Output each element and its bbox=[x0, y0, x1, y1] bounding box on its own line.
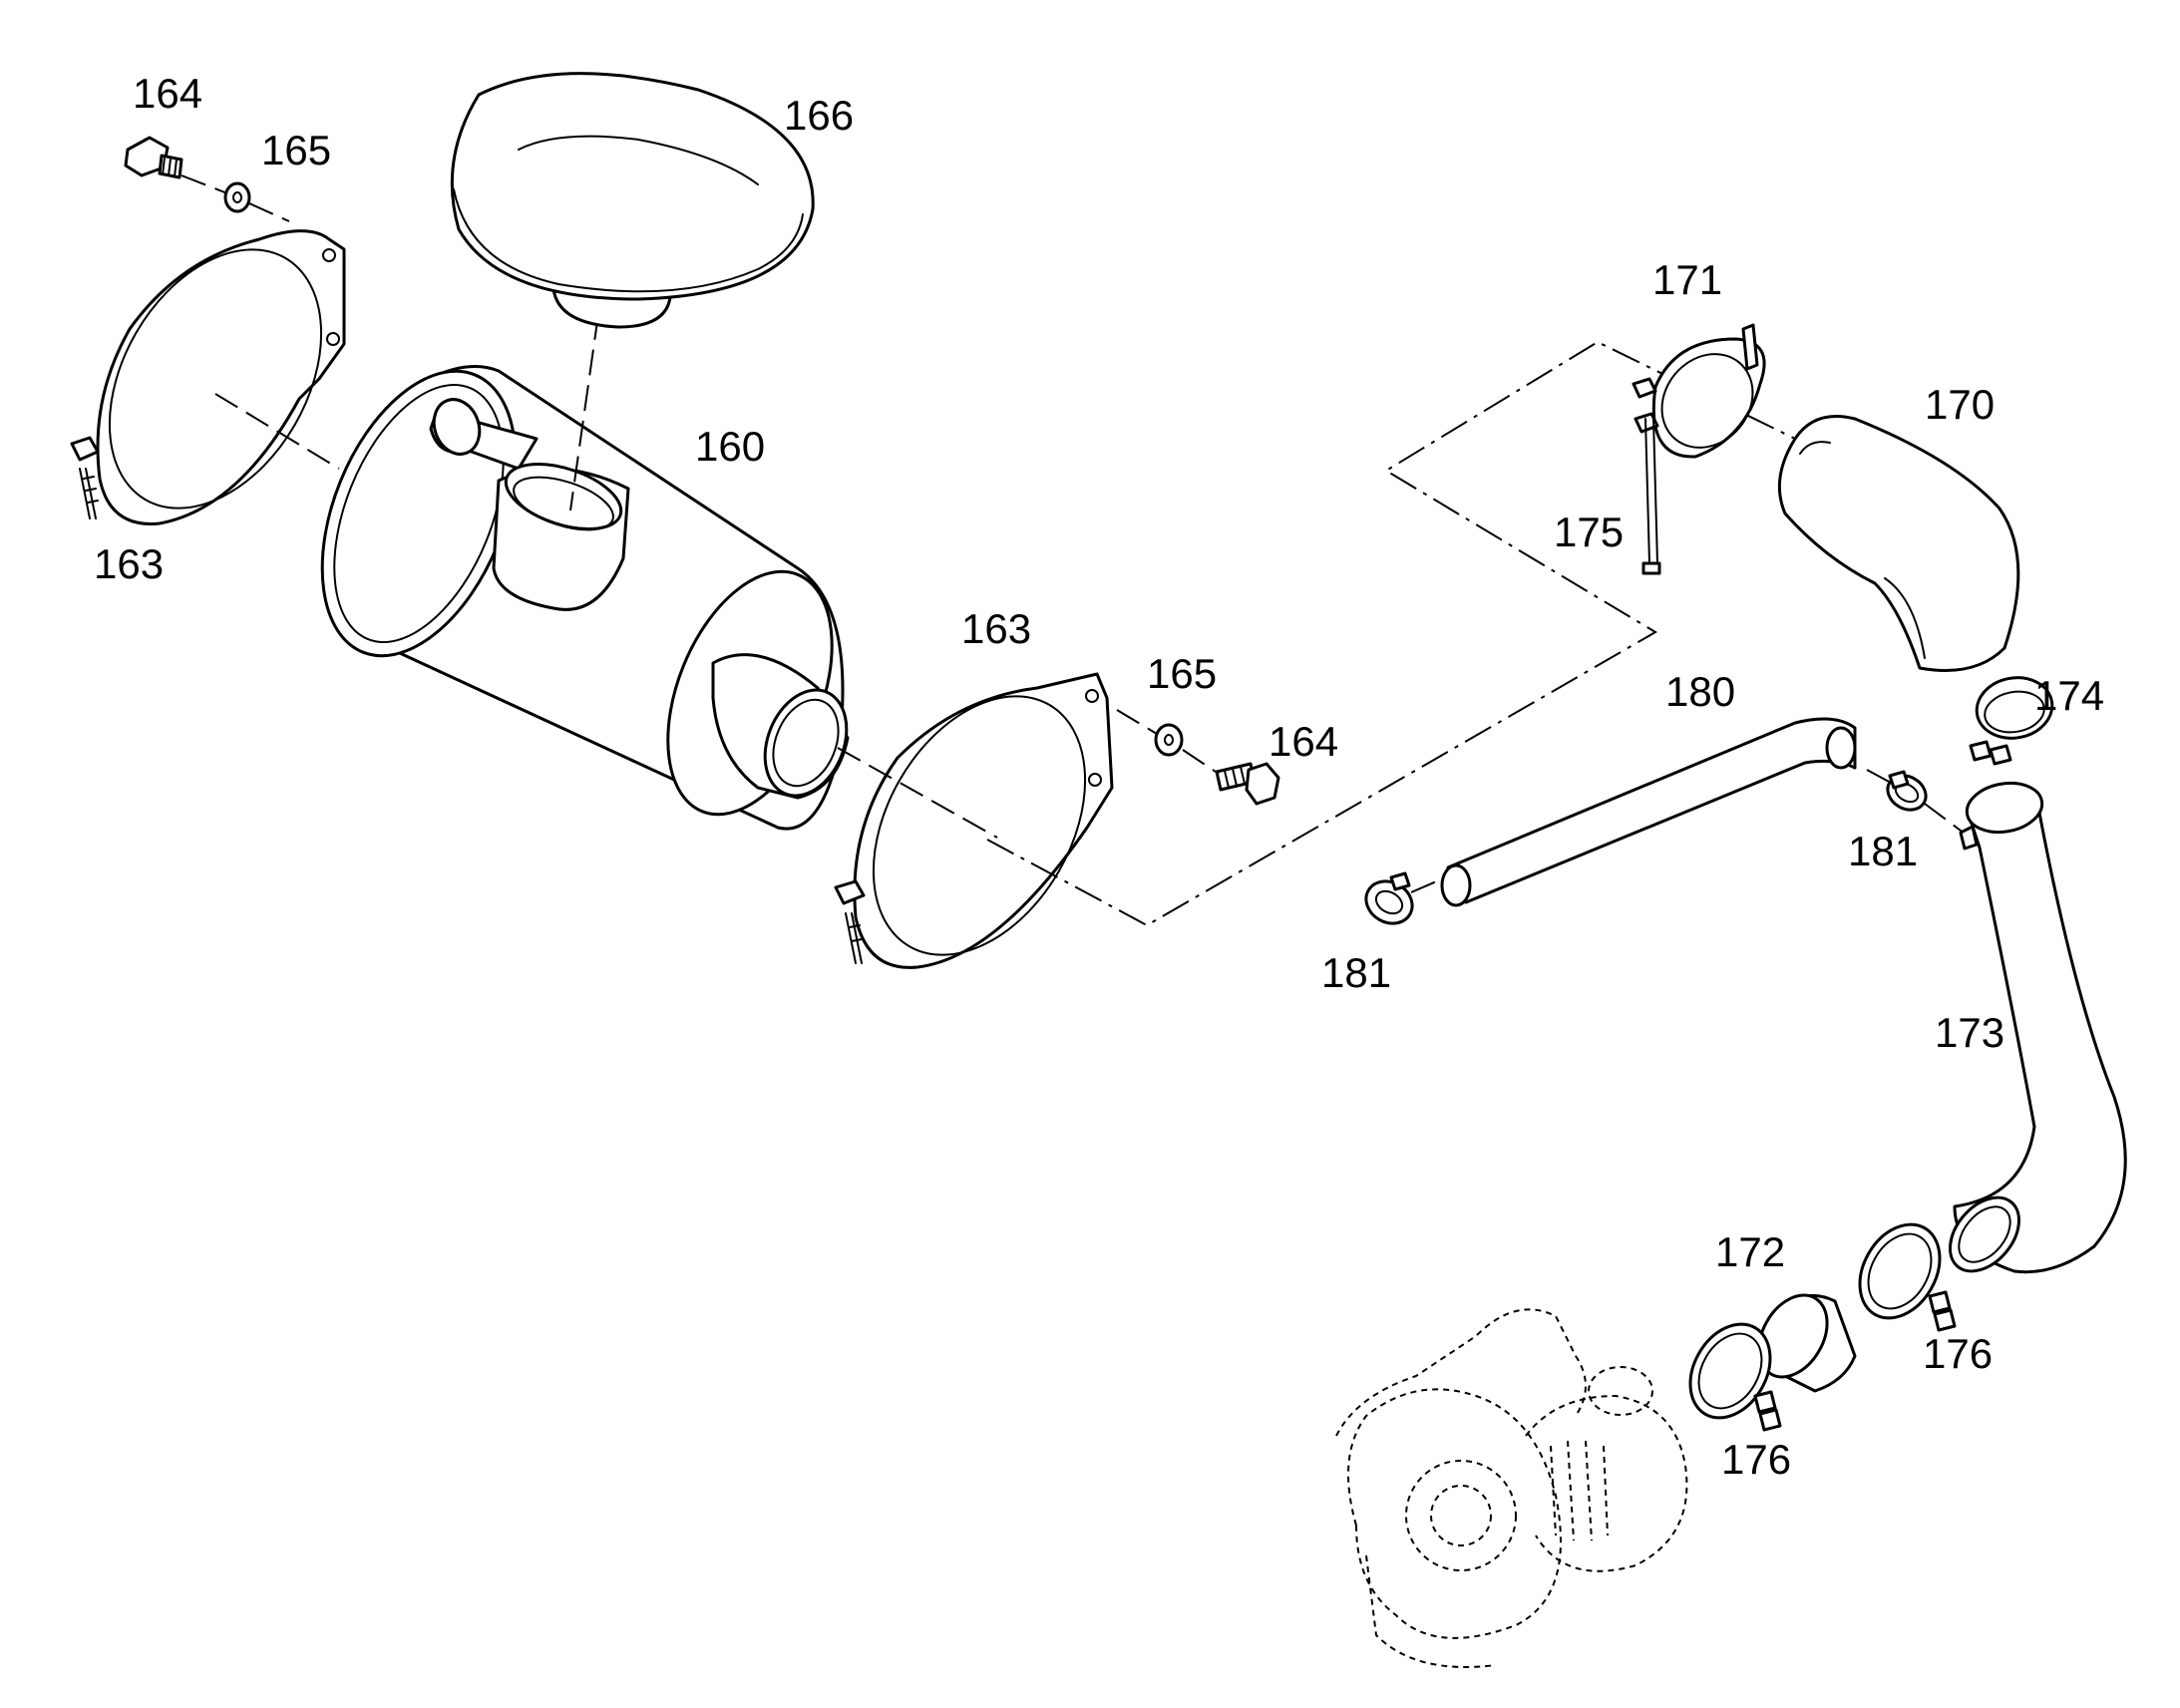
leader-181-left bbox=[1410, 878, 1442, 893]
leader-clamp-to-filter-left bbox=[214, 393, 340, 470]
callout-160: 160 bbox=[695, 423, 765, 470]
callout-174: 174 bbox=[2034, 672, 2104, 719]
rain-cap-166[interactable] bbox=[450, 72, 815, 329]
leader-181-right bbox=[1866, 769, 1966, 835]
callout-176-lower: 176 bbox=[1721, 1436, 1791, 1483]
clamp-171[interactable] bbox=[1632, 323, 1771, 466]
pipe-173[interactable] bbox=[1937, 778, 2127, 1284]
callout-175: 175 bbox=[1554, 509, 1624, 555]
callout-181-right: 181 bbox=[1848, 828, 1918, 874]
turbocharger-phantom bbox=[1335, 1308, 1688, 1668]
routing-line bbox=[986, 340, 1796, 927]
callout-165-right: 165 bbox=[1147, 650, 1217, 697]
leader-164-165-left bbox=[181, 174, 290, 222]
washer-165-right[interactable] bbox=[1154, 723, 1184, 757]
callout-172: 172 bbox=[1715, 1228, 1785, 1275]
callout-163-left: 163 bbox=[94, 540, 164, 587]
air-filter-housing-160[interactable] bbox=[284, 343, 865, 839]
callout-166: 166 bbox=[784, 92, 854, 139]
washer-165-left[interactable] bbox=[223, 181, 251, 213]
bolt-164-right[interactable] bbox=[1215, 762, 1280, 806]
clamp-181-right[interactable] bbox=[1882, 769, 1933, 817]
callout-173: 173 bbox=[1935, 1009, 2004, 1056]
clamp-band-163-left[interactable] bbox=[66, 212, 364, 545]
clamp-181-left[interactable] bbox=[1358, 871, 1420, 932]
clamp-176-lower[interactable] bbox=[1674, 1310, 1786, 1433]
elbow-hose-170[interactable] bbox=[1777, 415, 2020, 672]
hose-180[interactable] bbox=[1440, 717, 1857, 907]
clamp-176-upper[interactable] bbox=[1844, 1210, 1957, 1333]
leader-filter-to-clamp-right bbox=[837, 747, 998, 839]
clamp-band-163-right[interactable] bbox=[830, 659, 1128, 992]
bolt-175[interactable] bbox=[1641, 418, 1661, 575]
callout-164-right: 164 bbox=[1269, 718, 1338, 765]
sleeve-172[interactable] bbox=[1745, 1283, 1857, 1393]
clamp-174[interactable] bbox=[1969, 672, 2057, 766]
callout-181-left: 181 bbox=[1321, 949, 1391, 996]
bolt-164-left[interactable] bbox=[124, 136, 183, 179]
leader-cap-to-filter bbox=[569, 313, 599, 512]
callout-176-upper: 176 bbox=[1923, 1330, 1993, 1377]
leader-164-165-right bbox=[1116, 709, 1220, 775]
callout-180: 180 bbox=[1665, 668, 1735, 715]
callout-170: 170 bbox=[1925, 381, 1995, 428]
callout-171: 171 bbox=[1652, 256, 1722, 303]
callout-164-left: 164 bbox=[133, 70, 202, 117]
callout-165-left: 165 bbox=[261, 127, 331, 173]
callout-163-right: 163 bbox=[961, 605, 1031, 652]
